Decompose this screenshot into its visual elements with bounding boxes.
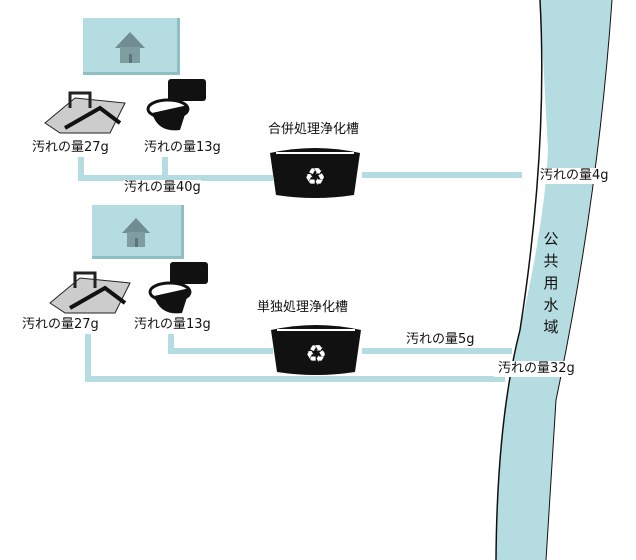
tank-label: 単独処理浄化槽	[257, 300, 349, 316]
combined-septic-tank-icon: ♻	[270, 148, 360, 198]
single-septic-tank-icon: ♻	[271, 325, 361, 375]
kitchen-sink-icon	[44, 91, 126, 134]
house-icon	[92, 205, 184, 259]
toilet-pollution-label: 汚れの量13g	[144, 140, 221, 156]
pipe	[85, 376, 505, 382]
toilet-icon	[146, 79, 206, 131]
inflow-pollution-label: 汚れの量40g	[124, 180, 201, 196]
kitchen-pollution-label: 汚れの量27g	[22, 317, 99, 333]
pipe	[362, 172, 522, 178]
char: 水	[543, 296, 559, 314]
pipe	[78, 175, 273, 181]
char: 用	[543, 274, 559, 292]
water-body-label: 公 共 用 水 域	[542, 228, 560, 338]
toilet-icon	[148, 262, 208, 314]
char: 域	[543, 318, 559, 336]
tank-label: 合併処理浄化槽	[268, 122, 360, 138]
kitchen-pollution-label: 汚れの量27g	[32, 140, 109, 156]
toilet-pollution-label: 汚れの量13g	[134, 317, 211, 333]
svg-text:♻: ♻	[305, 340, 327, 368]
pipe	[85, 334, 91, 382]
house-icon	[83, 18, 180, 75]
pipe	[78, 157, 84, 181]
pipe	[168, 348, 273, 354]
direct-outflow-label: 汚れの量32g	[494, 361, 579, 377]
pipe	[168, 334, 174, 354]
kitchen-sink-icon	[49, 271, 131, 314]
svg-text:♻: ♻	[304, 163, 326, 191]
char: 共	[543, 252, 559, 270]
pipe	[162, 157, 168, 181]
tank-outflow-label: 汚れの量5g	[406, 332, 475, 348]
char: 公	[543, 230, 559, 248]
pipe	[362, 348, 512, 354]
combined-outflow-label: 汚れの量4g	[540, 168, 609, 184]
